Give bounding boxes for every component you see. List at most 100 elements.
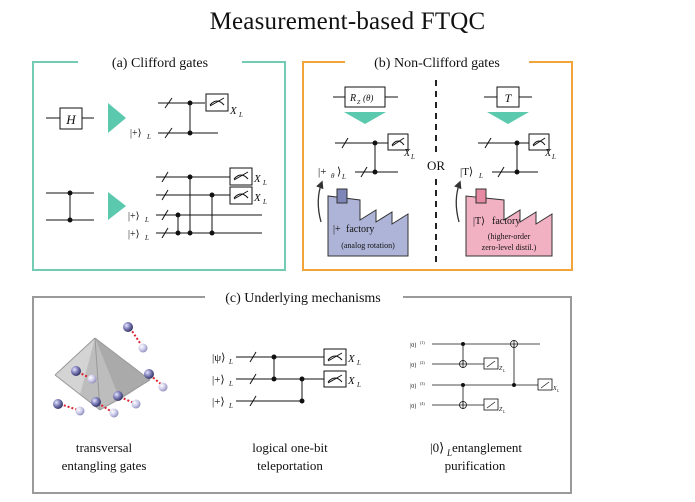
analog-rotation-factory: |+ factory (analog rotation) <box>316 180 409 257</box>
caption-transversal-line1: transversal <box>76 440 133 455</box>
svg-text:X: X <box>544 148 552 159</box>
svg-text:⟩: ⟩ <box>337 166 341 178</box>
svg-text:X: X <box>403 148 411 159</box>
svg-text:L: L <box>144 216 149 224</box>
t-gate: T <box>484 86 532 108</box>
svg-text:Z: Z <box>499 366 503 372</box>
qubit-ball <box>75 406 85 416</box>
or-label-bg <box>420 156 452 174</box>
svg-text:L: L <box>228 358 233 366</box>
svg-text:|T⟩: |T⟩ <box>460 166 473 178</box>
svg-text:X: X <box>253 173 262 185</box>
svg-text:|ψ⟩: |ψ⟩ <box>212 352 225 364</box>
rz-measurement-circuit: X L |+ θ ⟩ L <box>318 133 415 181</box>
h-gate-box <box>59 107 83 130</box>
cnot-measurement-circuit: X L X L |+⟩ L |+⟩ L <box>128 167 267 242</box>
teleportation-circuit: X L X L |ψ⟩ L |+⟩ L |+⟩ L <box>212 348 361 410</box>
svg-text:(1): (1) <box>420 340 425 345</box>
svg-text:L: L <box>238 111 243 119</box>
svg-text:X: X <box>552 386 557 392</box>
t-measurement-circuit: X L |T⟩ L <box>460 133 556 180</box>
panel-b-label-bg <box>345 52 529 72</box>
curved-arrow-icon <box>454 180 462 223</box>
svg-text:Z: Z <box>357 100 361 106</box>
h-gate-label: H <box>65 112 76 127</box>
svg-text:X: X <box>347 353 356 365</box>
qubit-ball <box>131 399 141 409</box>
svg-text:|+⟩: |+⟩ <box>130 128 142 139</box>
caption-purification-sub: L <box>446 448 452 458</box>
qubit-ball <box>144 369 154 379</box>
qubit-ball <box>87 374 97 384</box>
chimney-icon <box>336 188 348 204</box>
svg-text:X: X <box>347 375 356 387</box>
or-label: OR <box>427 158 445 173</box>
svg-text:θ: θ <box>331 172 335 180</box>
svg-text:L: L <box>341 173 346 181</box>
svg-text:L: L <box>502 368 506 373</box>
qubit-ball <box>53 399 63 409</box>
caption-purification-line1: entanglement <box>452 440 522 455</box>
cnot-gate <box>46 190 94 223</box>
qubit-ball <box>71 366 81 376</box>
panel-a-border <box>32 61 286 271</box>
svg-text:factory: factory <box>346 224 374 235</box>
svg-text:L: L <box>146 133 151 141</box>
svg-text:|T⟩: |T⟩ <box>473 216 485 227</box>
svg-text:L: L <box>356 359 361 367</box>
right-arrow-icon <box>108 103 126 133</box>
panel-c-label: (c) Underlying mechanisms <box>225 291 381 306</box>
svg-text:X: X <box>253 192 262 204</box>
panel-a-label: (a) Clifford gates <box>112 56 208 71</box>
svg-text:(higher-order: (higher-order <box>488 232 531 241</box>
svg-text:L: L <box>262 198 267 206</box>
chimney-icon <box>475 188 487 204</box>
right-arrow-icon <box>108 192 126 220</box>
panel-c: (c) Underlying mechanisms <box>32 287 572 494</box>
svg-text:|+⟩: |+⟩ <box>212 396 225 408</box>
meter-icon <box>537 378 553 391</box>
svg-text:|+⟩: |+⟩ <box>128 211 140 222</box>
down-arrow-icon <box>344 112 386 124</box>
svg-text:Z: Z <box>499 407 503 413</box>
svg-text:zero-level distil.): zero-level distil.) <box>482 243 537 252</box>
svg-text:X: X <box>229 105 238 117</box>
svg-text:L: L <box>228 402 233 410</box>
svg-text:L: L <box>144 234 149 242</box>
svg-text:|0⟩: |0⟩ <box>410 362 417 369</box>
svg-text:|+: |+ <box>333 224 341 235</box>
svg-text:L: L <box>228 380 233 388</box>
svg-text:(4): (4) <box>420 401 425 406</box>
panel-b-label: (b) Non-Clifford gates <box>374 56 500 71</box>
svg-text:L: L <box>356 381 361 389</box>
meter-icon <box>483 357 499 370</box>
svg-text:|+⟩: |+⟩ <box>212 374 225 386</box>
svg-text:|0⟩: |0⟩ <box>410 342 417 349</box>
svg-text:(2): (2) <box>420 360 425 365</box>
qubit-ball <box>138 343 148 353</box>
svg-text:|0⟩: |0⟩ <box>410 383 417 390</box>
caption-teleportation-line2: teleportation <box>257 458 323 473</box>
qubit-ball <box>109 408 119 418</box>
figure-title: Measurement-based FTQC <box>209 8 486 35</box>
svg-text:R: R <box>349 93 356 104</box>
transversal-gate-illustration <box>53 322 168 418</box>
svg-text:L: L <box>262 179 267 187</box>
t-state-factory: |T⟩ factory (higher-order zero-level dis… <box>454 180 553 257</box>
panel-a: (a) Clifford gates H X L |+⟩ L <box>32 52 286 271</box>
panel-c-label-bg <box>205 287 403 307</box>
purification-circuit: Z L Z L X L |0⟩ (1) |0⟩ (2) |0⟩ (3) |0⟩ … <box>410 340 560 414</box>
svg-text:L: L <box>410 153 415 161</box>
curved-arrow-icon <box>316 180 324 223</box>
svg-text:(analog rotation): (analog rotation) <box>341 241 395 250</box>
svg-text:L: L <box>502 409 506 414</box>
h-measurement-circuit: X L |+⟩ L <box>130 93 243 141</box>
svg-text:T: T <box>505 91 513 105</box>
svg-text:(3): (3) <box>420 381 425 386</box>
qubit-ball <box>123 322 133 332</box>
meter-icon <box>483 398 499 411</box>
down-arrow-icon <box>487 112 529 124</box>
svg-text:|+: |+ <box>318 166 326 178</box>
svg-text:|0⟩: |0⟩ <box>410 403 417 410</box>
